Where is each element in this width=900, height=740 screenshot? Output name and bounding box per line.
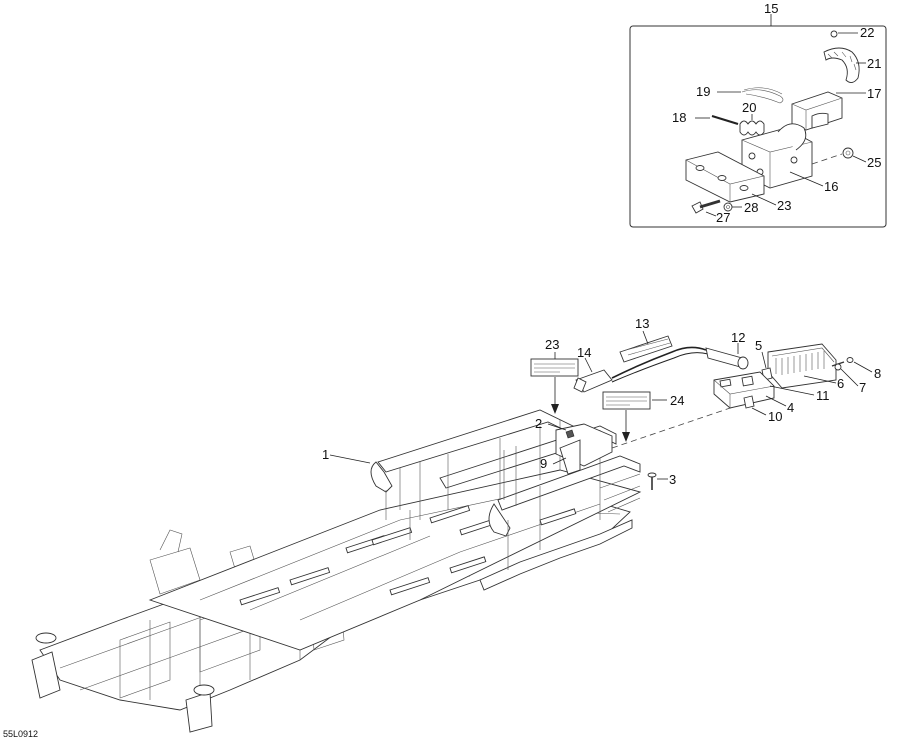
bolt-27 (691, 199, 721, 217)
callout-10: 10 (768, 409, 782, 424)
callout-16: 16 (824, 179, 838, 194)
install-line (611, 401, 749, 449)
main-assembly: 1 2 9 3 23 (31, 316, 881, 733)
callout-18: 18 (672, 110, 686, 125)
inset-group-label: 15 (764, 1, 778, 16)
callout-6: 6 (837, 376, 844, 391)
harness-13 (619, 330, 673, 363)
diagram-code: 55L0912 (3, 729, 38, 739)
inset-frame (629, 25, 887, 228)
callout-2: 2 (535, 416, 542, 431)
callout-23-inset: 23 (777, 198, 791, 213)
callout-9: 9 (540, 456, 547, 471)
decal-23 (530, 352, 579, 414)
screw-8 (831, 357, 873, 373)
callout-19: 19 (696, 84, 710, 99)
grommet-25 (811, 147, 867, 165)
strap-21 (823, 47, 866, 83)
callout-5: 5 (755, 338, 762, 353)
pin-18 (695, 114, 739, 126)
callout-24: 24 (670, 393, 684, 408)
callout-21: 21 (867, 56, 881, 71)
connector-14 (573, 346, 709, 393)
washer-28 (723, 202, 742, 212)
lens-base-4 (713, 371, 815, 416)
callout-12: 12 (731, 330, 745, 345)
socket-12 (705, 343, 749, 370)
callout-22: 22 (860, 25, 874, 40)
decal-24 (602, 391, 667, 442)
spring-20 (739, 114, 765, 136)
callout-11: 11 (816, 388, 830, 403)
screw-22 (830, 30, 858, 38)
mount-bracket-2 (547, 423, 613, 475)
callout-14: 14 (577, 345, 591, 360)
callout-25: 25 (867, 155, 881, 170)
callout-27: 27 (716, 210, 730, 225)
callout-13: 13 (635, 316, 649, 331)
bracket-17 (791, 91, 866, 131)
clip-19 (717, 87, 784, 104)
callout-23-main: 23 (545, 337, 559, 352)
callout-8: 8 (874, 366, 881, 381)
inset-detail: 15 22 21 17 19 (629, 1, 887, 228)
washer-7 (834, 363, 859, 387)
callout-4: 4 (787, 400, 794, 415)
callout-3: 3 (669, 472, 676, 487)
callout-17: 17 (867, 86, 881, 101)
callout-1: 1 (322, 447, 329, 462)
callout-28: 28 (744, 200, 758, 215)
pad-23 (685, 151, 777, 206)
callout-20: 20 (742, 100, 756, 115)
taillight-6 (767, 343, 837, 389)
callout-7: 7 (859, 380, 866, 395)
cargo-deck (148, 469, 642, 651)
screw-3 (647, 472, 668, 490)
